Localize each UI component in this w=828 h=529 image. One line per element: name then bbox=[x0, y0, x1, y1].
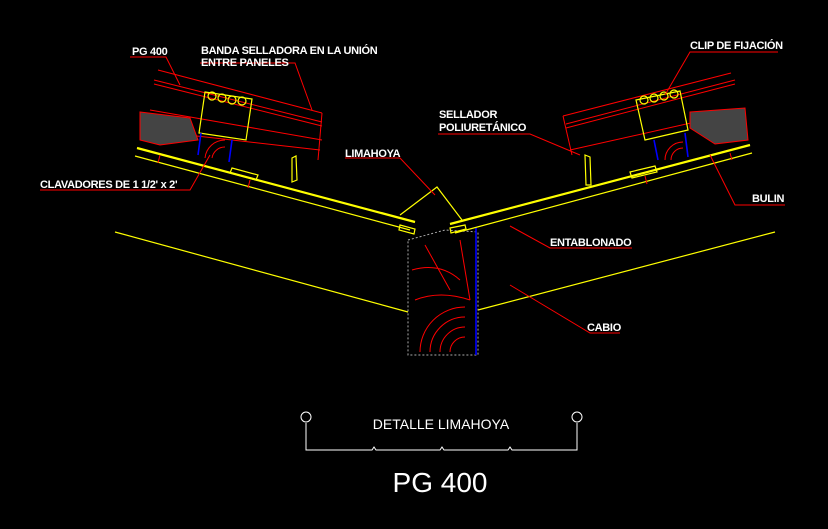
profile-name: PG 400 bbox=[393, 467, 488, 498]
pg400-profile bbox=[300, 411, 583, 451]
leader-lines bbox=[40, 51, 785, 334]
label-entablonado: ENTABLONADO bbox=[550, 237, 632, 249]
label-cabio: CABIO bbox=[587, 322, 622, 334]
valley-timber bbox=[407, 228, 479, 356]
left-panel bbox=[139, 69, 323, 163]
label-pg400: PG 400 bbox=[132, 46, 168, 58]
label-limahoya: LIMAHOYA bbox=[345, 148, 401, 160]
label-banda-selladora-2: ENTRE PANELES bbox=[201, 57, 289, 69]
label-bulin: BULIN bbox=[752, 193, 784, 205]
right-panel bbox=[562, 72, 749, 161]
profile-title: DETALLE LIMAHOYA bbox=[373, 416, 510, 432]
right-deck bbox=[449, 143, 753, 234]
right-rafter bbox=[477, 231, 776, 311]
limahoya-flashing bbox=[398, 186, 467, 235]
label-clavadores: CLAVADORES DE 1 1/2' x 2' bbox=[40, 179, 178, 191]
left-deck bbox=[134, 146, 416, 231]
label-clip-fijacion: CLIP DE FIJACIÓN bbox=[690, 39, 783, 52]
label-sellador-2: POLIURETÁNICO bbox=[439, 121, 527, 134]
label-banda-selladora-1: BANDA SELLADORA EN LA UNIÓN bbox=[201, 44, 378, 57]
label-sellador-1: SELLADOR bbox=[439, 109, 497, 121]
left-rafter bbox=[114, 231, 409, 313]
